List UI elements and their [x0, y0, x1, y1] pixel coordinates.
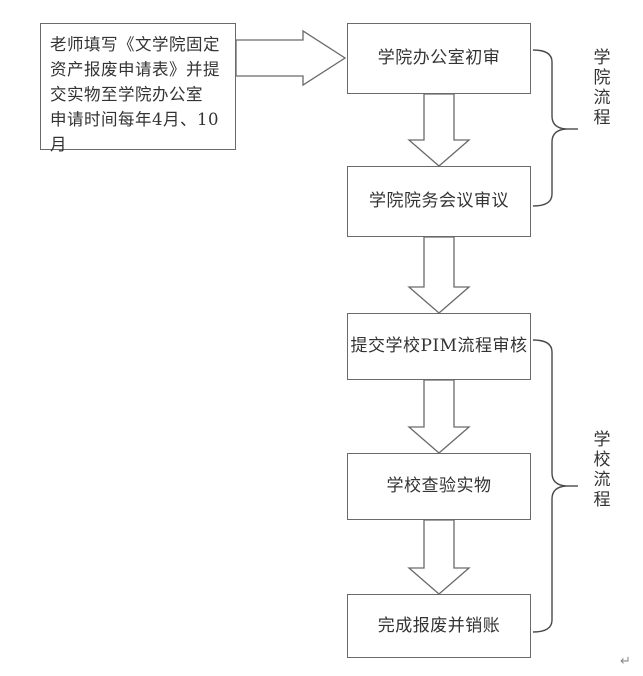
edge-step3-to-step4-arrow	[407, 379, 471, 454]
edge-start-to-step1-arrow	[235, 29, 347, 87]
node-step2[interactable]: 学院院务会议审议	[347, 166, 531, 237]
edge-step2-to-step3-arrow	[407, 236, 471, 314]
brace-college	[532, 49, 567, 207]
node-step4[interactable]: 学校查验实物	[347, 453, 531, 520]
paragraph-return-mark: ↵	[620, 654, 631, 669]
group-label-school: 学校流程	[589, 430, 610, 510]
group-label-college: 学院流程	[589, 48, 610, 128]
node-step3[interactable]: 提交学校PIM流程审核	[347, 313, 531, 380]
node-step1[interactable]: 学院办公室初审	[347, 23, 531, 94]
node-start[interactable]: 老师填写《文学院固定 资产报废申请表》并提 交实物至学院办公室 申请时间每年4月…	[40, 23, 236, 154]
brace-school	[532, 339, 567, 633]
node-step5[interactable]: 完成报废并销账	[347, 594, 531, 658]
edge-step4-to-step5-arrow	[407, 519, 471, 595]
edge-step1-to-step2-arrow	[407, 93, 471, 167]
